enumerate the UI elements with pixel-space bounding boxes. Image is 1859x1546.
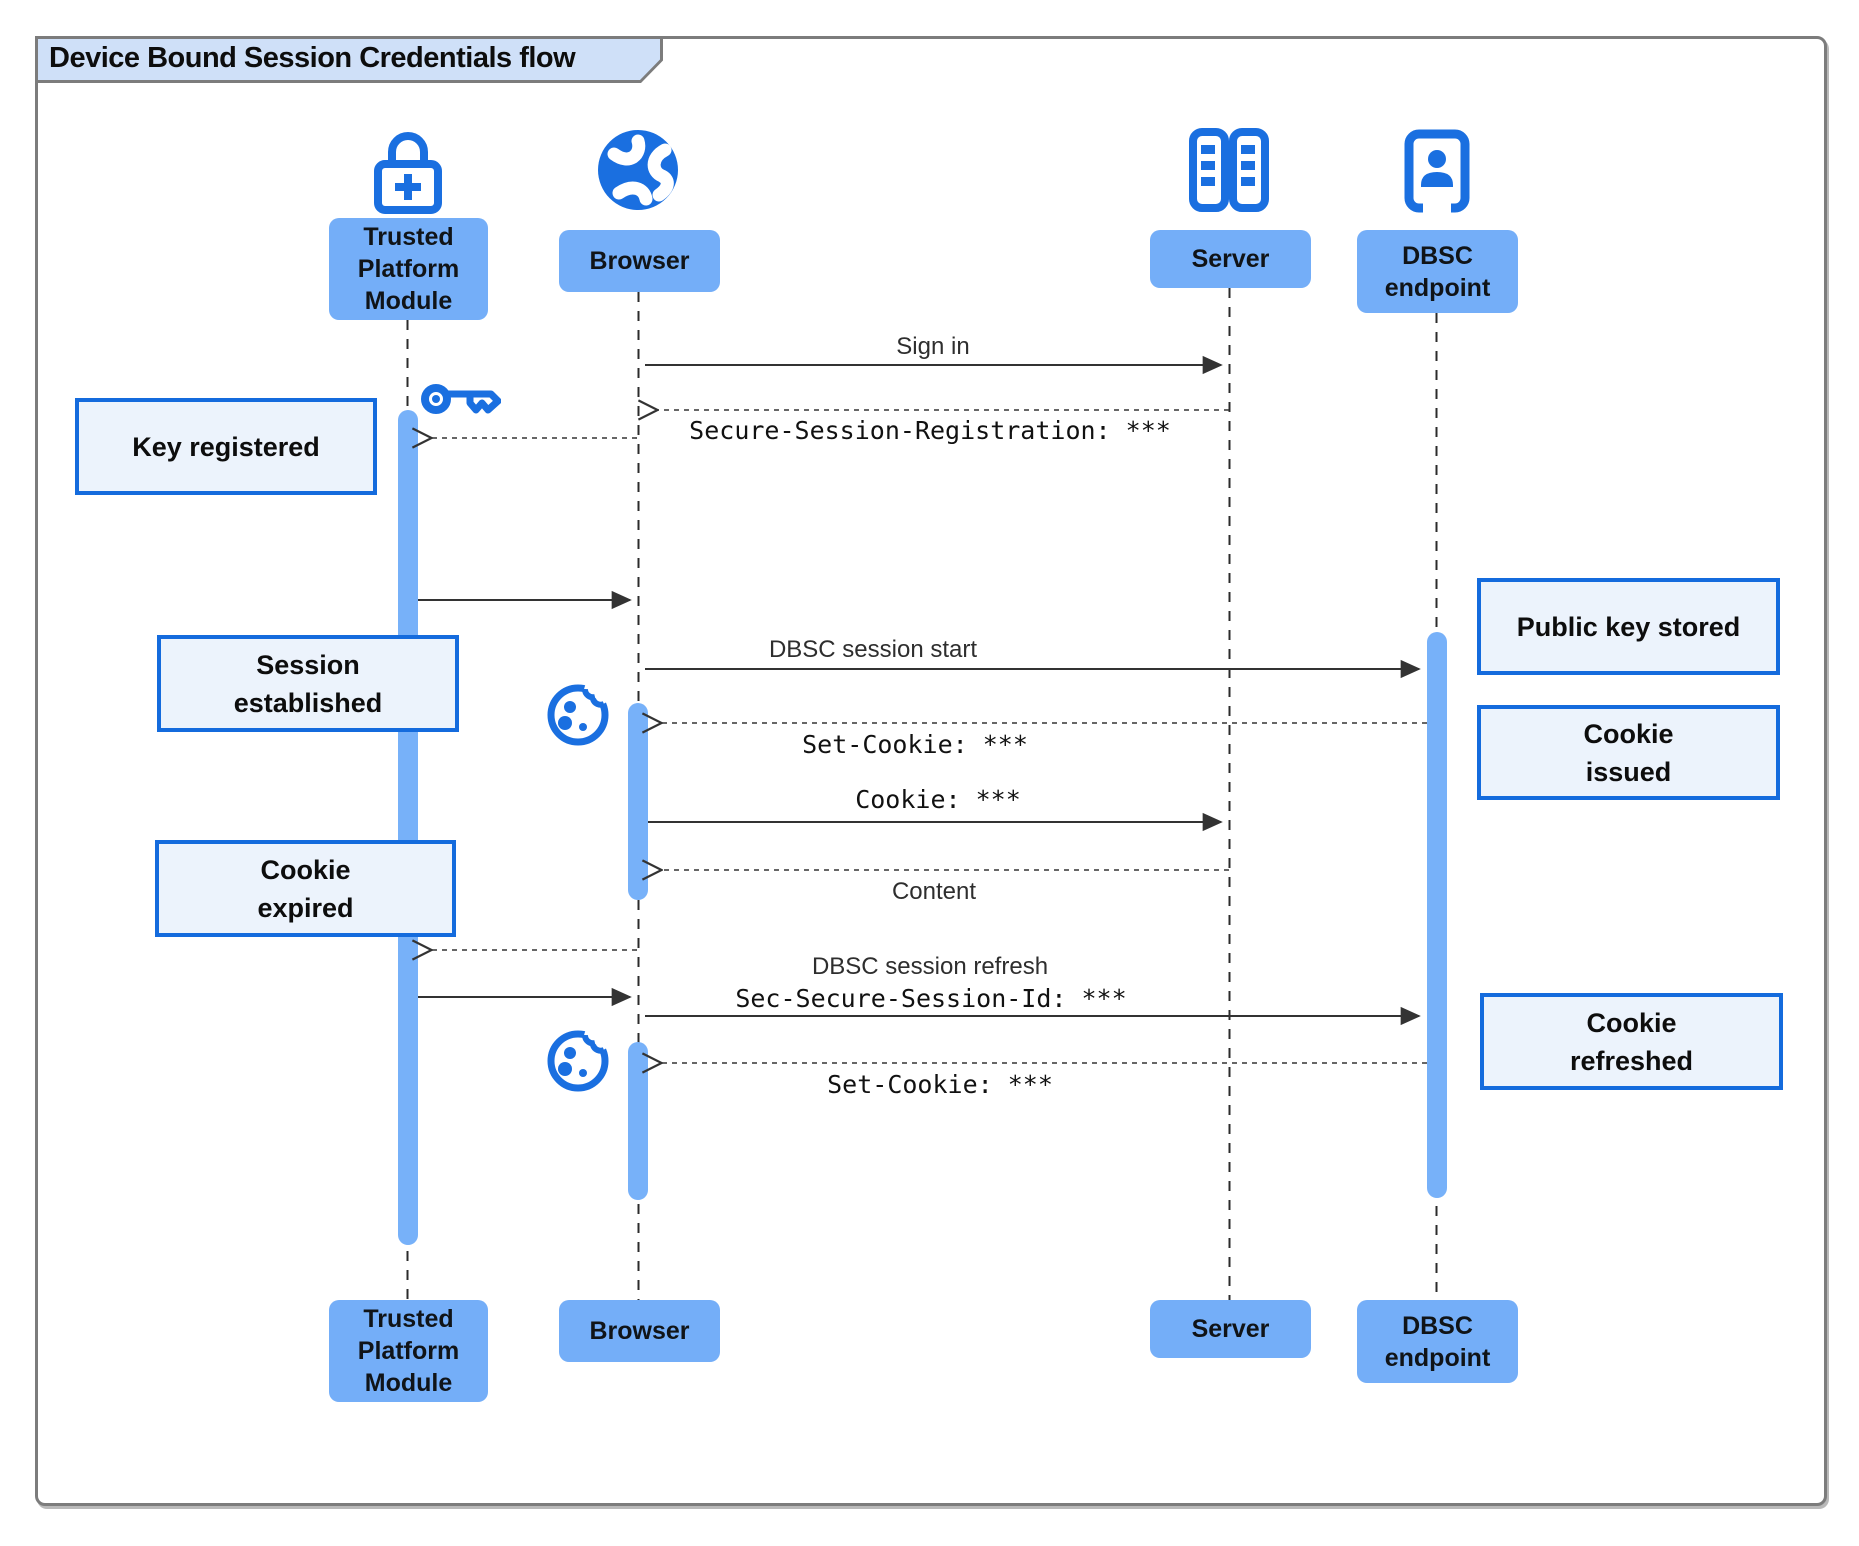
message-dbsc-session-start: DBSC session start <box>768 636 978 663</box>
actor-browser-bottom: Browser <box>559 1300 720 1362</box>
actor-dbsc-top: DBSC endpoint <box>1357 230 1518 313</box>
message-set-cookie-2: Set-Cookie: *** <box>827 1070 1053 1099</box>
cookie-icon <box>547 678 612 746</box>
server-rack-icon <box>1189 128 1269 212</box>
browser-activation-bar-2 <box>628 1042 648 1200</box>
actor-label: DBSC endpoint <box>1384 1311 1491 1372</box>
actor-browser-top: Browser <box>559 230 720 292</box>
actor-dbsc-bottom: DBSC endpoint <box>1357 1300 1518 1383</box>
tpm-activation-bar <box>398 410 418 1245</box>
actor-server-bottom: Server <box>1150 1300 1311 1358</box>
actor-server-top: Server <box>1150 230 1311 288</box>
lock-plus-icon <box>374 132 442 214</box>
message-content: Content <box>891 878 977 905</box>
note-label: Key registered <box>132 431 320 462</box>
note-label: Cookie issued <box>1583 718 1674 787</box>
note-session-established: Session established <box>157 635 459 732</box>
message-set-cookie-1: Set-Cookie: *** <box>802 730 1028 759</box>
actor-label: Browser <box>589 1317 690 1345</box>
message-dbsc-session-refresh: DBSC session refresh <box>811 953 1049 980</box>
note-label: Cookie expired <box>257 854 354 923</box>
message-sign-in: Sign in <box>896 333 970 360</box>
actor-label: Server <box>1191 1315 1270 1343</box>
actor-tpm-bottom: Trusted Platform Module <box>329 1300 488 1402</box>
actor-label: Browser <box>589 247 690 275</box>
note-label: Public key stored <box>1516 611 1741 642</box>
message-secure-session-registration: Secure-Session-Registration: *** <box>689 416 1171 445</box>
note-label: Session established <box>233 649 383 718</box>
note-public-key-stored: Public key stored <box>1477 578 1780 675</box>
globe-icon <box>598 130 678 210</box>
key-icon <box>421 384 501 414</box>
message-cookie: Cookie: *** <box>855 785 1021 814</box>
message-sec-secure-session-id: Sec-Secure-Session-Id: *** <box>735 984 1127 1013</box>
dbsc-activation-bar <box>1427 632 1447 1198</box>
note-key-registered: Key registered <box>75 398 377 495</box>
actor-tpm-top: Trusted Platform Module <box>329 218 488 320</box>
cookie-icon <box>547 1024 612 1092</box>
actor-label: Server <box>1191 245 1270 273</box>
browser-activation-bar-1 <box>628 703 648 900</box>
diagram-title-tab-fill <box>38 39 660 80</box>
actor-label: DBSC endpoint <box>1384 241 1491 302</box>
diagram-title: Device Bound Session Credentials flow <box>49 42 576 74</box>
note-cookie-issued: Cookie issued <box>1477 705 1780 800</box>
actor-label: Trusted Platform Module <box>357 1305 460 1397</box>
note-cookie-refreshed: Cookie refreshed <box>1480 993 1783 1090</box>
note-label: Cookie refreshed <box>1569 1007 1694 1076</box>
diagram-title-tab <box>35 36 663 83</box>
door-person-icon <box>1404 129 1470 213</box>
note-cookie-expired: Cookie expired <box>155 840 456 937</box>
actor-label: Trusted Platform Module <box>357 223 460 315</box>
